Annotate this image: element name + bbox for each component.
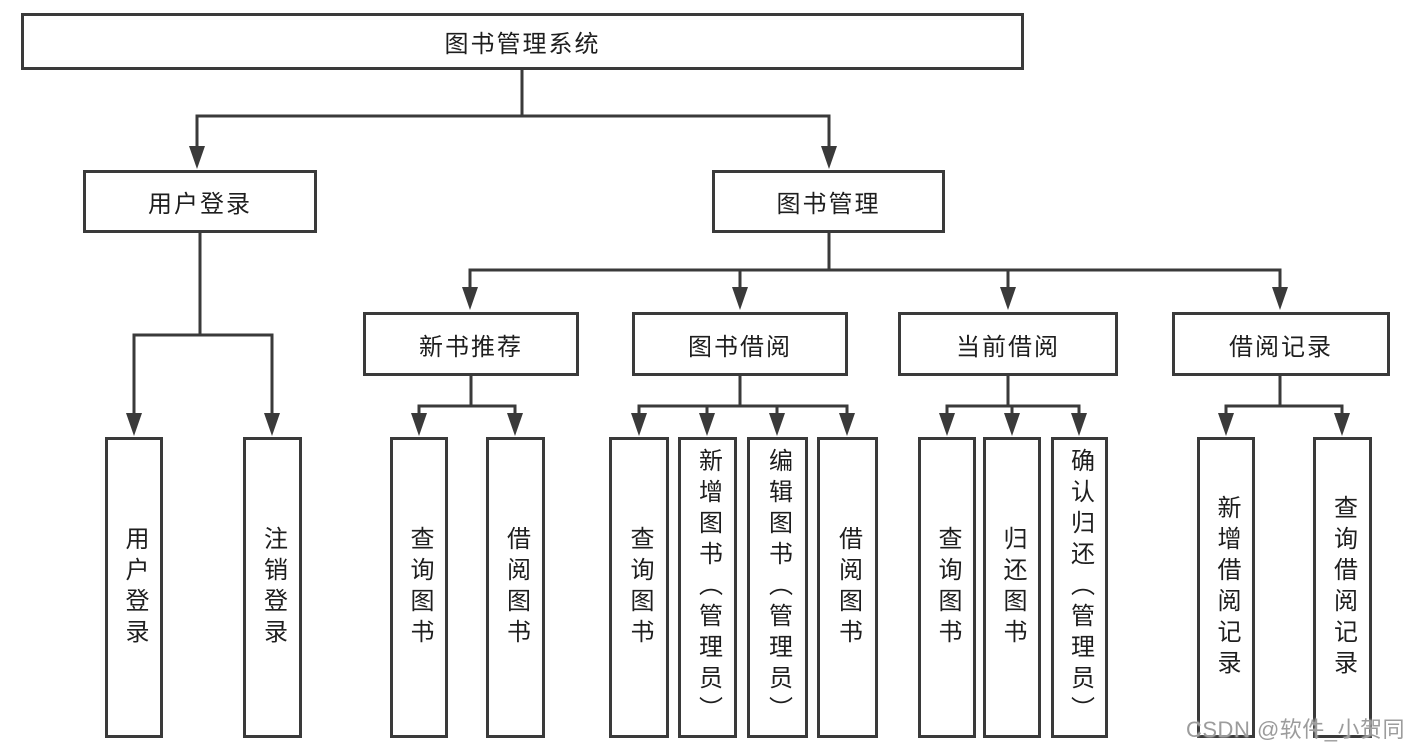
- node-root-system: 图书管理系统: [21, 13, 1024, 70]
- leaf-current-return: 归还图书: [983, 437, 1041, 738]
- node-new-book-recommend: 新书推荐: [363, 312, 579, 376]
- node-root-label: 图书管理系统: [444, 31, 601, 58]
- leaf-records-add: 新增借阅记录: [1197, 437, 1255, 738]
- leaf-newbooks-borrow-label: 借阅图书: [502, 525, 530, 650]
- leaf-newbooks-query: 查询图书: [390, 437, 448, 738]
- leaf-newbooks-borrow: 借阅图书: [486, 437, 545, 738]
- leaf-current-query: 查询图书: [918, 437, 976, 738]
- leaf-current-confirm-return: 确认归还（管理员）: [1051, 437, 1108, 738]
- leaf-borrow-borrow: 借阅图书: [817, 437, 878, 738]
- node-book-management-label: 图书管理: [776, 191, 881, 218]
- node-user-login: 用户登录: [83, 170, 317, 233]
- leaf-borrow-borrow-label: 借阅图书: [834, 525, 862, 650]
- leaf-logout-label: 注销登录: [259, 525, 287, 650]
- node-current-borrow-label: 当前借阅: [956, 333, 1060, 361]
- leaf-current-return-label: 归还图书: [999, 525, 1026, 650]
- leaf-logout: 注销登录: [243, 437, 302, 738]
- leaf-records-add-label: 新增借阅记录: [1213, 494, 1240, 681]
- leaf-borrow-query: 查询图书: [609, 437, 669, 738]
- leaf-borrow-query-label: 查询图书: [626, 525, 653, 650]
- node-user-login-label: 用户登录: [148, 191, 252, 218]
- node-current-borrow: 当前借阅: [898, 312, 1118, 376]
- node-borrow-records: 借阅记录: [1172, 312, 1390, 376]
- leaf-records-query: 查询借阅记录: [1313, 437, 1372, 738]
- leaf-borrow-edit: 编辑图书（管理员）: [747, 437, 808, 738]
- watermark: CSDN @软件_小贺同学: [1186, 717, 1405, 742]
- node-borrow-records-label: 借阅记录: [1229, 333, 1333, 361]
- leaf-newbooks-query-label: 查询图书: [406, 525, 433, 650]
- node-book-borrow: 图书借阅: [632, 312, 848, 376]
- node-book-management: 图书管理: [712, 170, 945, 233]
- node-new-book-recommend-label: 新书推荐: [419, 333, 523, 361]
- leaf-current-confirm-return-label: 确认归还（管理员）: [1066, 448, 1094, 727]
- leaf-borrow-edit-label: 编辑图书（管理员）: [764, 448, 792, 727]
- leaf-user-login-label: 用户登录: [121, 525, 148, 650]
- node-book-borrow-label: 图书借阅: [688, 333, 792, 361]
- leaf-records-query-label: 查询借阅记录: [1329, 494, 1357, 681]
- leaf-user-login: 用户登录: [105, 437, 163, 738]
- leaf-borrow-add-label: 新增图书（管理员）: [694, 448, 722, 727]
- leaf-current-query-label: 查询图书: [934, 525, 961, 650]
- leaf-borrow-add: 新增图书（管理员）: [678, 437, 737, 738]
